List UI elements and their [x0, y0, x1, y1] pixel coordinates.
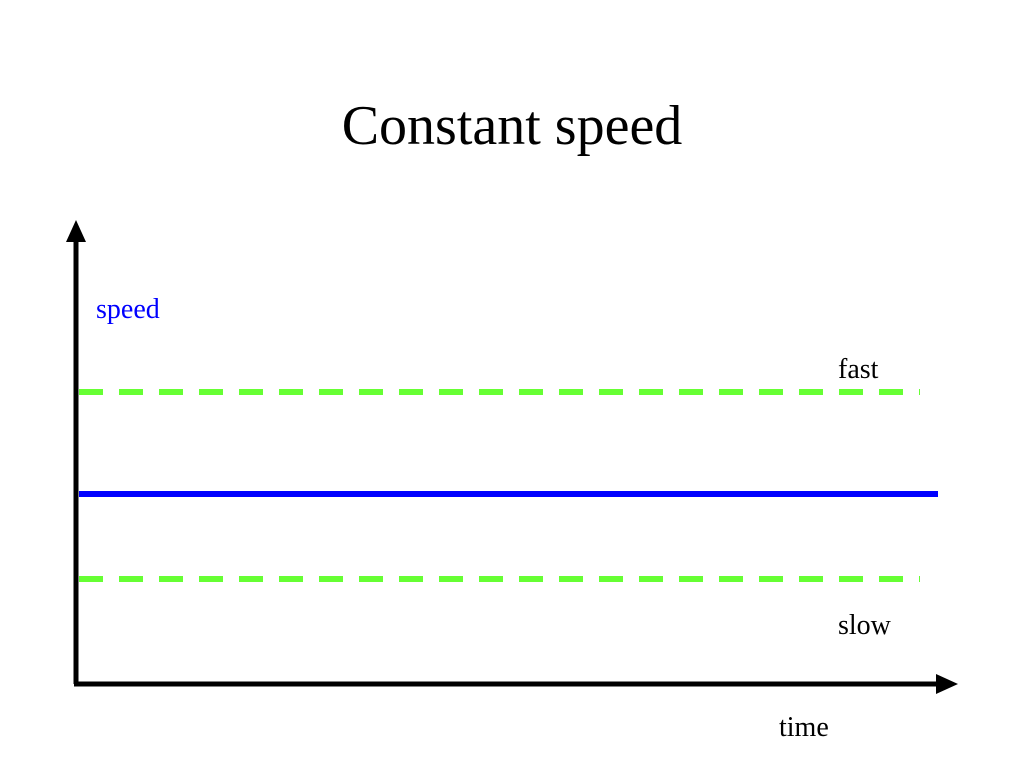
x-axis-label: time — [779, 712, 829, 743]
y-axis-label: speed — [96, 294, 160, 325]
fast-label: fast — [838, 354, 879, 385]
x-axis-arrowhead — [936, 674, 958, 694]
slide-title: Constant speed — [341, 95, 683, 157]
y-axis-arrowhead — [66, 220, 86, 242]
slow-label: slow — [838, 610, 891, 641]
